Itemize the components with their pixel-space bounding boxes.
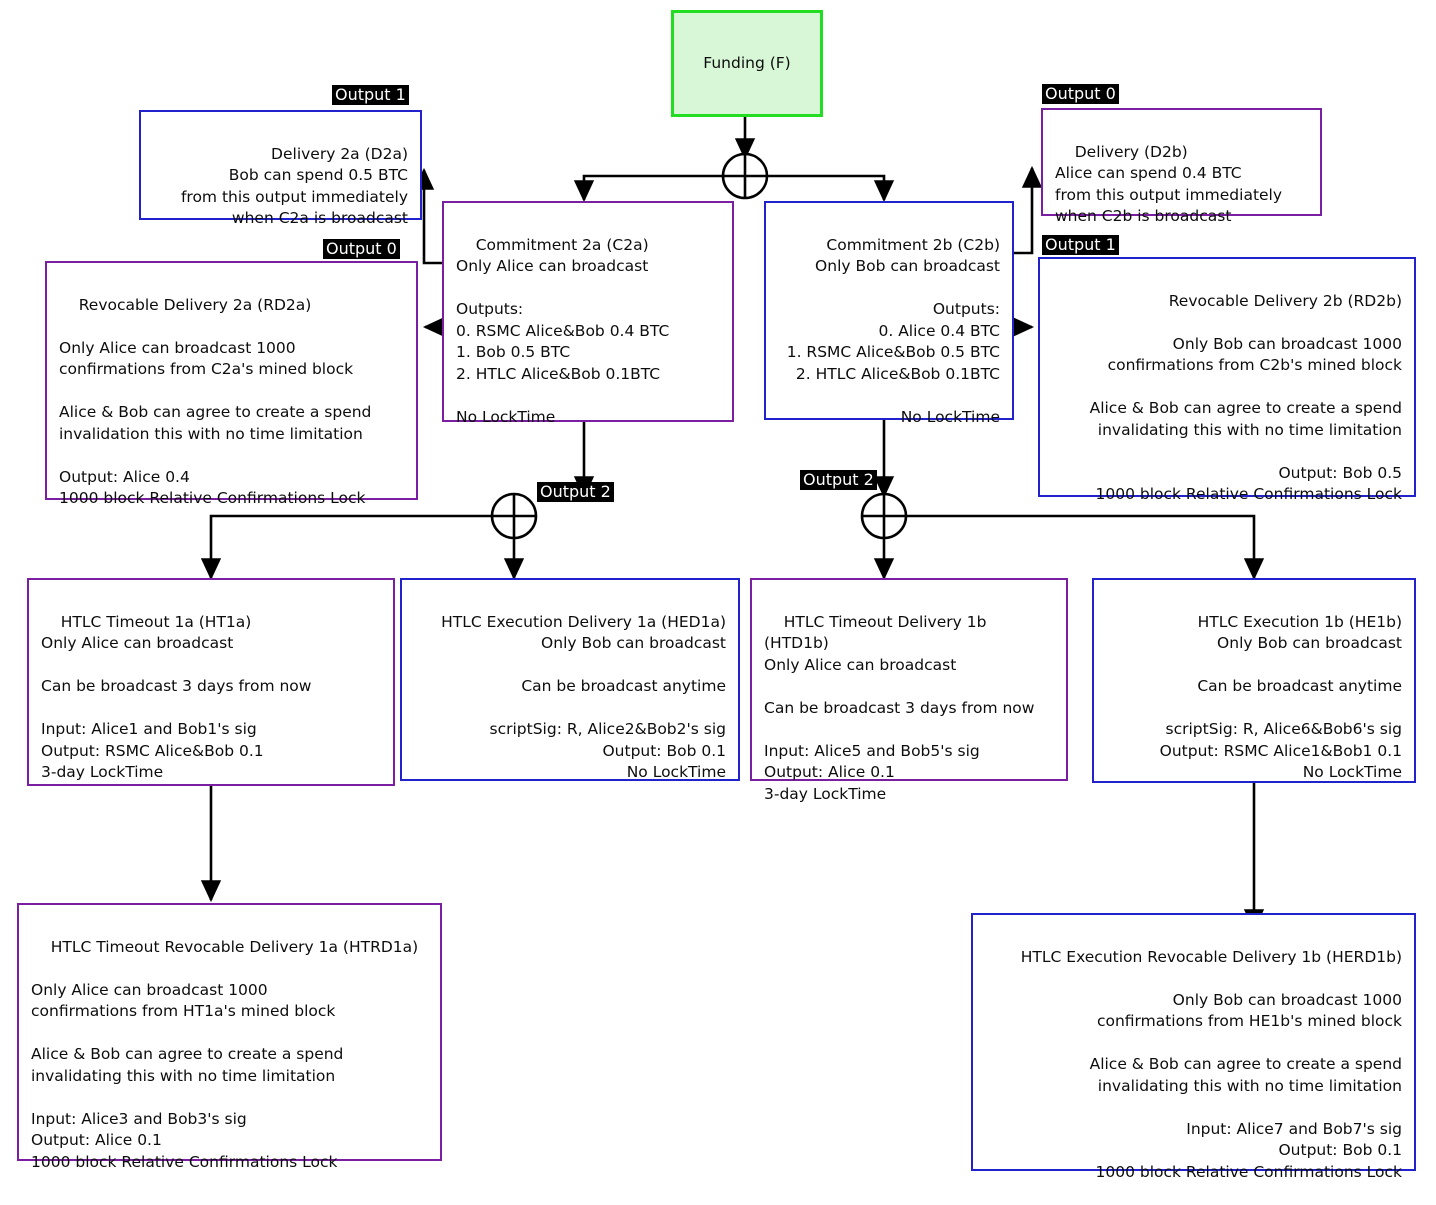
circled-plus-icon [490,492,538,540]
node-funding[interactable]: Funding (F) [671,10,823,117]
node-delivery-2a[interactable]: Delivery 2a (D2a) Bob can spend 0.5 BTC … [139,110,422,227]
port-label-d2b: Output 0 [1042,84,1119,104]
node-commitment-2a[interactable]: Commitment 2a (C2a) Only Alice can broad… [442,201,734,426]
node-revocable-delivery-2a[interactable]: Revocable Delivery 2a (RD2a) Only Alice … [45,261,418,507]
node-htlc-execution-revocable-delivery-1b[interactable]: HTLC Execution Revocable Delivery 1b (HE… [971,913,1416,1181]
delivery-2b-text: Delivery (D2b) Alice can spend 0.4 BTC f… [1055,142,1283,226]
node-htlc-timeout-delivery-1b[interactable]: HTLC Timeout Delivery 1b (HTD1b) Only Al… [750,578,1068,803]
port-label-rd2a: Output 0 [323,239,400,259]
htlc-timeout-revocable-delivery-1a-text: HTLC Timeout Revocable Delivery 1a (HTRD… [31,937,419,1171]
node-htlc-timeout-1a[interactable]: HTLC Timeout 1a (HT1a) Only Alice can br… [27,578,395,786]
revocable-delivery-2a-text: Revocable Delivery 2a (RD2a) Only Alice … [59,295,372,508]
htlc-timeout-1a-text: HTLC Timeout 1a (HT1a) Only Alice can br… [41,612,312,782]
commitment-2a-text: Commitment 2a (C2a) Only Alice can broad… [456,235,670,426]
node-revocable-delivery-2b[interactable]: Revocable Delivery 2b (RD2b) Only Bob ca… [1038,257,1416,503]
node-commitment-2b[interactable]: Commitment 2b (C2b) Only Bob can broadca… [764,201,1014,426]
port-label-right-output2: Output 2 [800,470,877,490]
port-label-rd2b: Output 1 [1042,235,1119,255]
port-label-d2a: Output 1 [332,85,409,105]
delivery-2a-text: Delivery 2a (D2a) Bob can spend 0.5 BTC … [180,144,408,228]
port-label-left-output2: Output 2 [537,482,614,502]
htlc-execution-revocable-delivery-1b-text: HTLC Execution Revocable Delivery 1b (HE… [1020,947,1402,1181]
funding-label: Funding (F) [703,53,791,72]
htlc-execution-1b-text: HTLC Execution 1b (HE1b) Only Bob can br… [1159,612,1402,782]
node-htlc-execution-1b[interactable]: HTLC Execution 1b (HE1b) Only Bob can br… [1092,578,1416,783]
node-delivery-2b[interactable]: Delivery (D2b) Alice can spend 0.4 BTC f… [1041,108,1322,225]
circled-plus-icon [721,152,769,200]
revocable-delivery-2b-text: Revocable Delivery 2b (RD2b) Only Bob ca… [1089,291,1402,504]
node-htlc-execution-delivery-1a[interactable]: HTLC Execution Delivery 1a (HED1a) Only … [400,578,740,781]
node-htlc-timeout-revocable-delivery-1a[interactable]: HTLC Timeout Revocable Delivery 1a (HTRD… [17,903,442,1171]
htlc-timeout-delivery-1b-text: HTLC Timeout Delivery 1b (HTD1b) Only Al… [764,612,1035,803]
htlc-execution-delivery-1a-text: HTLC Execution Delivery 1a (HED1a) Only … [441,612,726,782]
commitment-2b-text: Commitment 2b (C2b) Only Bob can broadca… [786,235,1000,426]
circled-plus-icon [860,492,908,540]
